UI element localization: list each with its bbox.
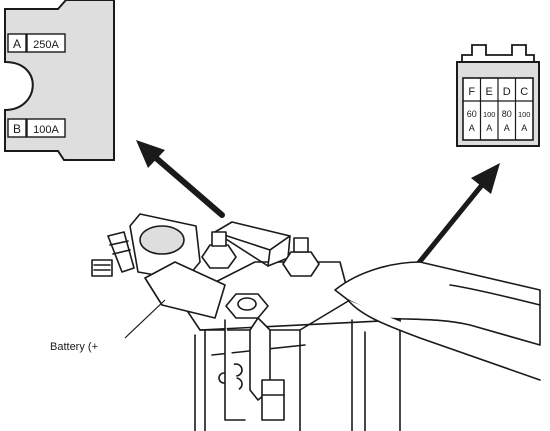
callout-leader-line (124, 299, 166, 339)
pointer-arrow-left (136, 140, 225, 218)
fuse-block-right: F E D C 60 A 100 A 80 A 100 A (456, 44, 540, 147)
fuse-cell-a-letter-box (7, 33, 27, 53)
pointer-arrow-right (410, 163, 500, 273)
fuse-rating-f-unit: A (469, 123, 475, 133)
fuse-letter-f: F (468, 86, 475, 98)
fuse-cell-a-rating: 250A (33, 39, 59, 51)
fuse-letter-c: C (520, 86, 528, 98)
fuse-rating-d-value: 80 (502, 109, 512, 119)
fuse-rating-f-value: 60 (467, 109, 477, 119)
fuse-rating-c-unit: A (521, 123, 527, 133)
fuse-cell-a-letter: A (13, 37, 21, 51)
battery-callout: Battery (+ (50, 299, 166, 353)
fuse-rating-c-value: 100 (518, 110, 531, 119)
fuse-cell-b-rating-box (26, 118, 66, 138)
fuse-cell-a-rating-box (26, 33, 66, 53)
battery-illustration (91, 213, 541, 431)
fuse-cell-b-letter-box (7, 118, 27, 138)
callout-label: Battery (+ (50, 341, 98, 353)
fuse-cell-b-letter: B (13, 122, 21, 136)
fuse-rating-e-value: 100 (483, 110, 496, 119)
fuse-cell-b-rating: 100A (33, 124, 59, 136)
fuse-rating-d-unit: A (504, 123, 510, 133)
fuse-letter-d: D (503, 86, 511, 98)
fuse-rating-e-unit: A (486, 123, 492, 133)
fuse-block-right-connector-top (461, 44, 535, 62)
fuse-letter-e: E (486, 86, 493, 98)
fuse-block-left: A 250A B 100A (4, 0, 115, 161)
